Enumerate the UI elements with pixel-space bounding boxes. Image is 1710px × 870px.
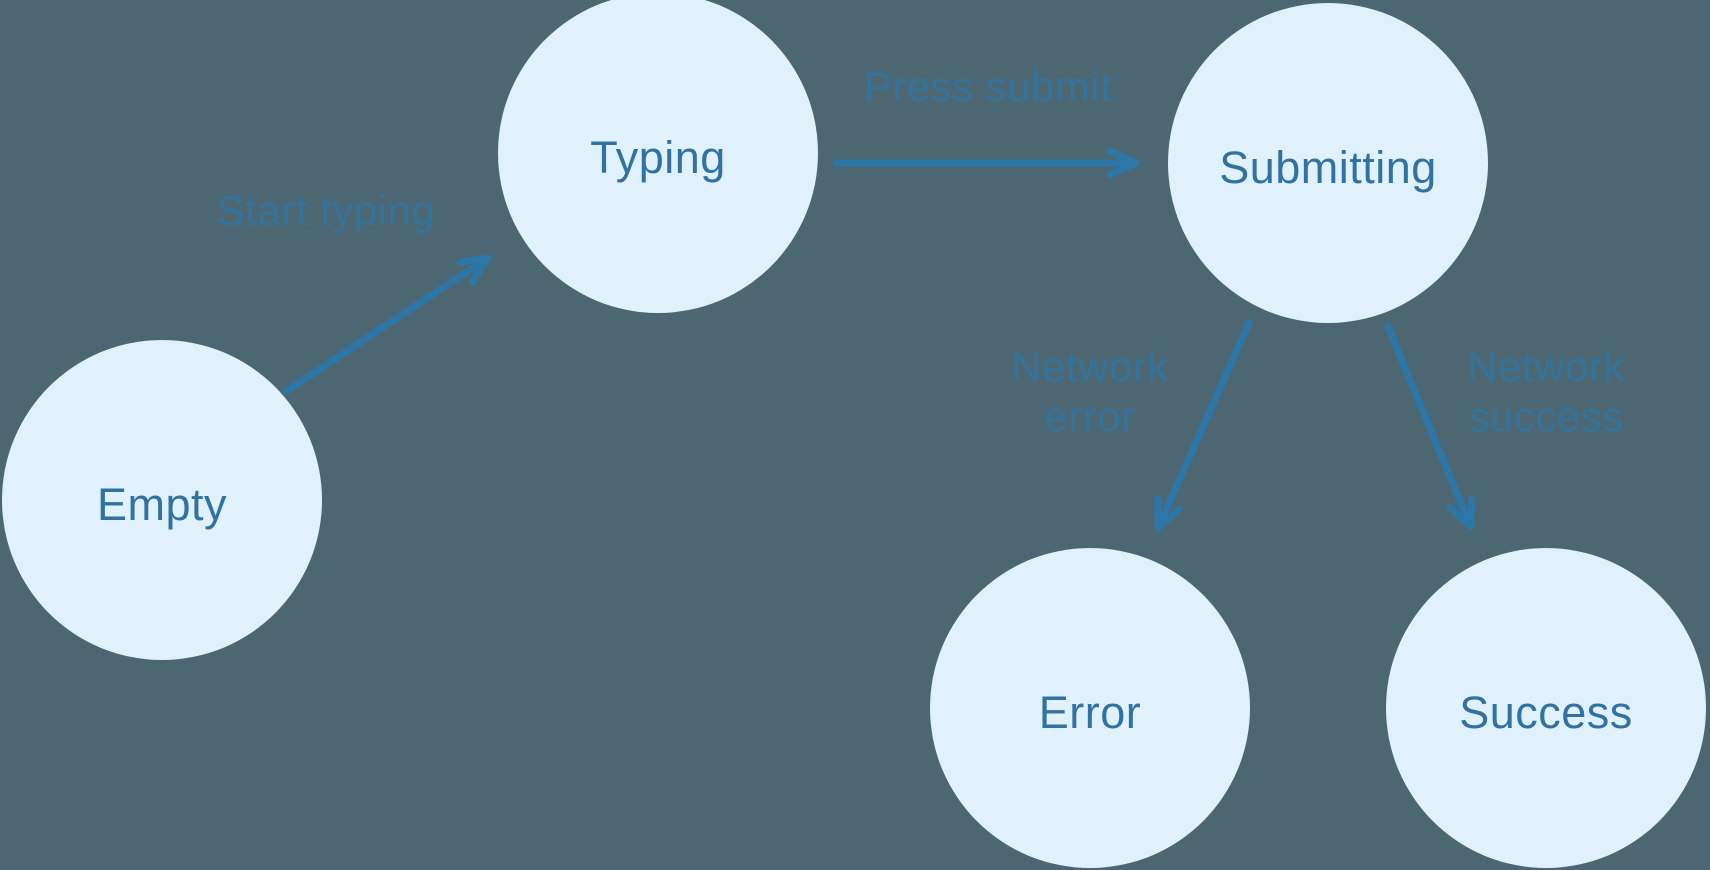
state-node-error-label: Error	[1038, 687, 1142, 738]
state-node-typing-label: Typing	[590, 132, 726, 183]
state-node-empty: Empty	[2, 340, 322, 660]
state-node-empty-label: Empty	[96, 479, 228, 530]
edge-label-network-error: Network error	[1011, 343, 1169, 441]
edge-label-network-success: Network success	[1467, 343, 1625, 441]
edge-label-press-submit: Press submit	[863, 63, 1113, 110]
state-node-error: Error	[930, 548, 1250, 868]
arrow-empty-to-typing	[283, 259, 486, 395]
state-node-success-label: Success	[1459, 687, 1633, 738]
state-node-submitting-label: Submitting	[1219, 142, 1437, 193]
state-node-submitting: Submitting	[1168, 3, 1488, 323]
edge-label-start-typing: Start typing	[216, 187, 436, 234]
state-node-typing: Typing	[498, 0, 818, 313]
state-node-success: Success	[1386, 548, 1706, 868]
